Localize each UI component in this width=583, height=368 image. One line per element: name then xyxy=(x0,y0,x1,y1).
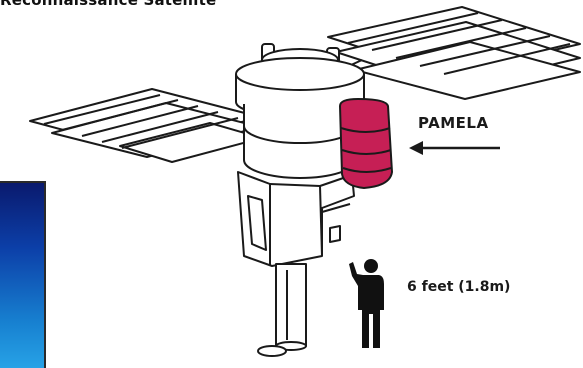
person-silhouette xyxy=(349,259,384,348)
pamela-arrow xyxy=(409,141,500,155)
pamela-instrument xyxy=(340,99,392,188)
right-solar-panel xyxy=(328,7,580,99)
left-solar-panel xyxy=(30,89,262,162)
pamela-label: PAMELA xyxy=(418,114,489,132)
height-scale-label: 6 feet (1.8m) xyxy=(407,279,510,295)
